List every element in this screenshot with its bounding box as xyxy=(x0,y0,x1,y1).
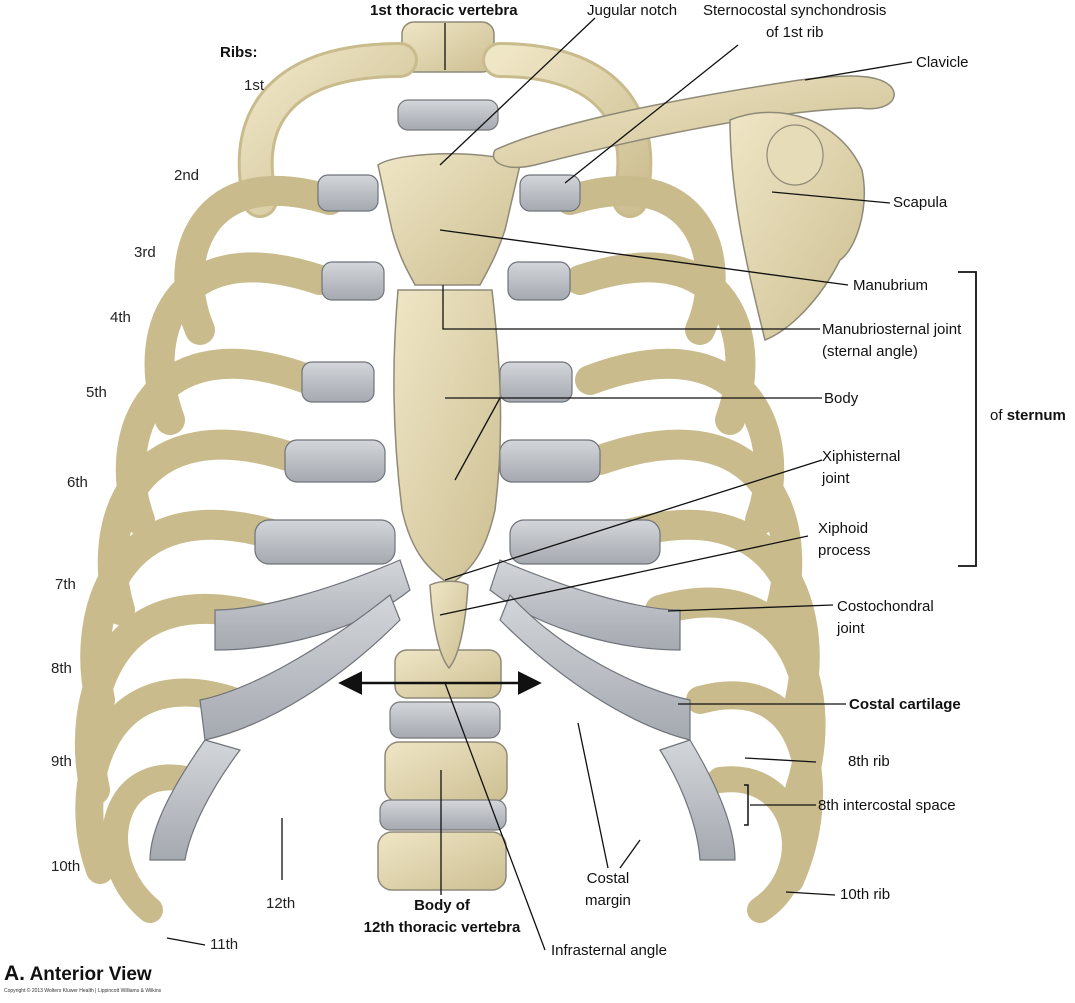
caption-text: Anterior View xyxy=(29,964,152,985)
costal-cartilages xyxy=(149,174,736,861)
label-8th-intercostal-space: 8th intercostal space xyxy=(818,797,956,814)
of-sternum-prefix: of xyxy=(990,407,1007,424)
xiphisternal-line1: Xiphisternal xyxy=(822,448,901,465)
label-costal-cartilage: Costal cartilage xyxy=(849,696,961,713)
label-infrasternal-angle: Infrasternal angle xyxy=(551,942,667,959)
label-manubrium: Manubrium xyxy=(853,277,929,294)
rib-label-12th: 12th xyxy=(266,895,296,912)
costal-margin-line2: margin xyxy=(585,891,631,909)
rib-label-4th: 4th xyxy=(110,309,131,326)
sternocostal-line2: of 1st rib xyxy=(765,23,824,41)
body-12th-line2: 12th thoracic vertebra xyxy=(363,918,521,936)
label-costochondral-joint: Costochondral joint xyxy=(837,596,934,640)
rib-label-3rd: 3rd xyxy=(134,244,156,261)
of-sternum-bold: sternum xyxy=(1006,407,1066,424)
ribs-heading: Ribs: xyxy=(220,44,258,61)
copyright-notice: Copyright © 2013 Wolters Kluwer Health |… xyxy=(4,988,162,994)
label-jugular-notch: Jugular notch xyxy=(587,2,678,19)
label-clavicle: Clavicle xyxy=(916,54,969,71)
label-scapula: Scapula xyxy=(893,194,948,211)
xiphoid-line2: process xyxy=(818,541,871,559)
costal-margin-line1: Costal xyxy=(586,870,630,887)
costochondral-line2: joint xyxy=(837,619,865,637)
body-12th-line1: Body of xyxy=(414,897,470,914)
xiphisternal-line2: joint xyxy=(822,469,850,487)
leader-lines xyxy=(166,17,913,951)
manubriosternal-line2: (sternal angle) xyxy=(822,342,918,360)
label-10th-rib: 10th rib xyxy=(840,886,891,903)
sternum xyxy=(377,153,521,670)
label-body: Body xyxy=(824,390,859,407)
caption-letter: A. xyxy=(4,962,25,985)
rib-label-7th: 7th xyxy=(55,576,76,593)
clavicle-scapula xyxy=(492,75,895,342)
manubriosternal-line1: Manubriosternal joint xyxy=(822,321,962,338)
rib-label-5th: 5th xyxy=(86,384,107,401)
label-costal-margin: Costal margin xyxy=(585,868,631,912)
rib-label-11th: 11th xyxy=(210,936,239,953)
rib-label-1st: 1st xyxy=(244,77,265,94)
label-manubriosternal-joint: Manubriosternal joint (sternal angle) xyxy=(822,319,961,363)
rib-label-2nd: 2nd xyxy=(174,167,200,184)
sternum-bracket xyxy=(958,271,977,567)
label-body-12th-thoracic-vertebra: Body of 12th thoracic vertebra xyxy=(354,895,530,939)
rib-label-9th: 9th xyxy=(51,753,72,770)
intercostal-bracket xyxy=(744,784,749,826)
figure-caption: A. Anterior View xyxy=(4,962,152,986)
label-1st-thoracic-vertebra: 1st thoracic vertebra xyxy=(370,2,518,19)
vertebral-column xyxy=(377,21,508,891)
label-of-sternum: of sternum xyxy=(990,405,1066,427)
sternocostal-line1: Sternocostal synchondrosis xyxy=(703,2,887,19)
rib-label-6th: 6th xyxy=(67,474,88,491)
rib-label-10th: 10th xyxy=(51,858,81,875)
rib-label-8th: 8th xyxy=(51,660,72,677)
xiphoid-line1: Xiphoid xyxy=(818,520,869,537)
label-sternocostal-synchondrosis: Sternocostal synchondrosis of 1st rib xyxy=(703,0,886,44)
label-xiphisternal-joint: Xiphisternal joint xyxy=(822,446,900,490)
costochondral-line1: Costochondral xyxy=(837,598,934,615)
label-xiphoid-process: Xiphoid process xyxy=(818,518,871,562)
label-8th-rib: 8th rib xyxy=(848,753,890,770)
